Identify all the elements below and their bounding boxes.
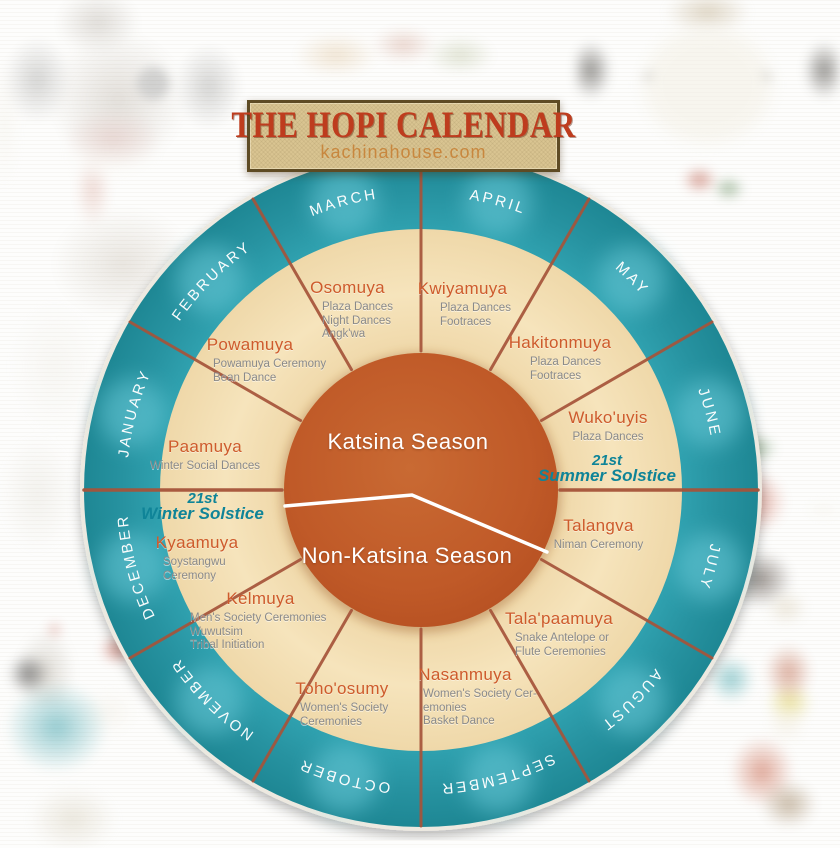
hopi-month-name: Talangva [563, 516, 634, 535]
hopi-month-name: Paamuya [168, 437, 242, 456]
month-wedge-october: Toho'osumy Women's Society Ceremonies [278, 679, 406, 729]
hopi-month-name: Kelmuya [226, 589, 295, 608]
summer-solstice-label: 21st Summer Solstice [518, 452, 696, 485]
non-katsina-season-label: Non-Katsina Season [301, 543, 513, 568]
hopi-month-name: Osomuya [310, 278, 385, 297]
summer-solstice-day: 21st [591, 452, 623, 469]
ceremony-line: Tribal Initiation [190, 639, 265, 651]
hopi-month-name: Kyaamuya [155, 533, 239, 552]
wheel-center-disc [284, 353, 558, 627]
hopi-month-name: Nasanmuya [418, 665, 512, 684]
ceremony-line: Bean Dance [213, 371, 277, 384]
ceremony-line: Footraces [530, 369, 582, 382]
ceremony-line: Snake Antelope or [515, 632, 609, 644]
ceremony-line: Wuwutsim [190, 625, 243, 638]
ceremony-line: Night Dances [322, 314, 392, 327]
segment-divider-lines [128, 152, 714, 828]
page-title: THE HOPI CALENDAR [231, 103, 576, 146]
summer-solstice-name: Summer Solstice [538, 466, 676, 485]
month-wedge-march: Osomuya Plaza Dances Night Dances Angk'w… [285, 278, 410, 342]
ceremony-line: Niman Ceremony [553, 539, 644, 551]
season-boundary-line [283, 493, 549, 554]
ceremony-line: Basket Dance [423, 715, 495, 727]
winter-solstice-day: 21st [187, 490, 218, 507]
hopi-month-name: Toho'osumy [295, 679, 389, 698]
hopi-month-name: Hakitonmuya [508, 333, 612, 352]
ceremony-line: Women's Society Cer- [423, 688, 537, 700]
ceremony-line: Powamuya Ceremony [213, 358, 327, 370]
ceremony-line: emonies [423, 701, 467, 714]
ceremony-line: Plaza Dances [572, 431, 644, 443]
month-wedge-january: Paamuya Winter Social Dances [110, 437, 300, 474]
month-wedge-september: Nasanmuya Women's Society Cer- emonies B… [400, 665, 537, 729]
month-wedge-august: Tala'paamuya Snake Antelope or Flute Cer… [493, 609, 625, 659]
ceremony-line: Plaza Dances [440, 302, 511, 314]
month-wedge-june: Wuko'uyis Plaza Dances [545, 408, 671, 445]
ceremony-line: Soystangwu [163, 556, 226, 568]
month-wedge-april: Kwiyamuya Plaza Dances Footraces [400, 279, 525, 329]
hopi-month-name: Wuko'uyis [568, 408, 648, 427]
ceremony-line: Ceremonies [300, 715, 362, 728]
hopi-month-name: Tala'paamuya [505, 609, 613, 628]
ceremony-line: Footraces [440, 315, 492, 328]
month-wedge-july: Talangva Niman Ceremony [536, 516, 661, 553]
hopi-month-name: Powamuya [206, 335, 294, 354]
month-wedge-february: Powamuya Powamuya Ceremony Bean Dance [183, 335, 326, 385]
winter-solstice-label: 21st Winter Solstice [115, 490, 290, 523]
ceremony-line: Flute Ceremonies [515, 645, 606, 658]
ceremony-line: Ceremony [163, 569, 217, 582]
month-label-glow [98, 167, 744, 813]
month-wedge-november: Kelmuya Men's Society Ceremonies Wuwutsi… [183, 589, 338, 653]
ceremony-line: Angk'wa [322, 328, 366, 340]
ceremony-line: Women's Society [300, 702, 389, 714]
ceremony-line: Plaza Dances [530, 356, 601, 368]
ceremony-line: Winter Social Dances [150, 460, 260, 472]
katsina-season-label: Katsina Season [327, 429, 489, 454]
month-wedge-may: Hakitonmuya Plaza Dances Footraces [493, 333, 627, 383]
hopi-month-name: Kwiyamuya [417, 279, 508, 298]
ceremony-line: Men's Society Ceremonies [190, 612, 327, 624]
winter-solstice-name: Winter Solstice [141, 504, 264, 523]
title-banner: THE HOPI CALENDAR kachinahouse.com [231, 100, 575, 172]
month-wedge-december: Kyaamuya Soystangwu Ceremony [133, 533, 261, 583]
website-url: kachinahouse.com [320, 142, 487, 162]
ceremony-line: Plaza Dances [322, 301, 393, 313]
